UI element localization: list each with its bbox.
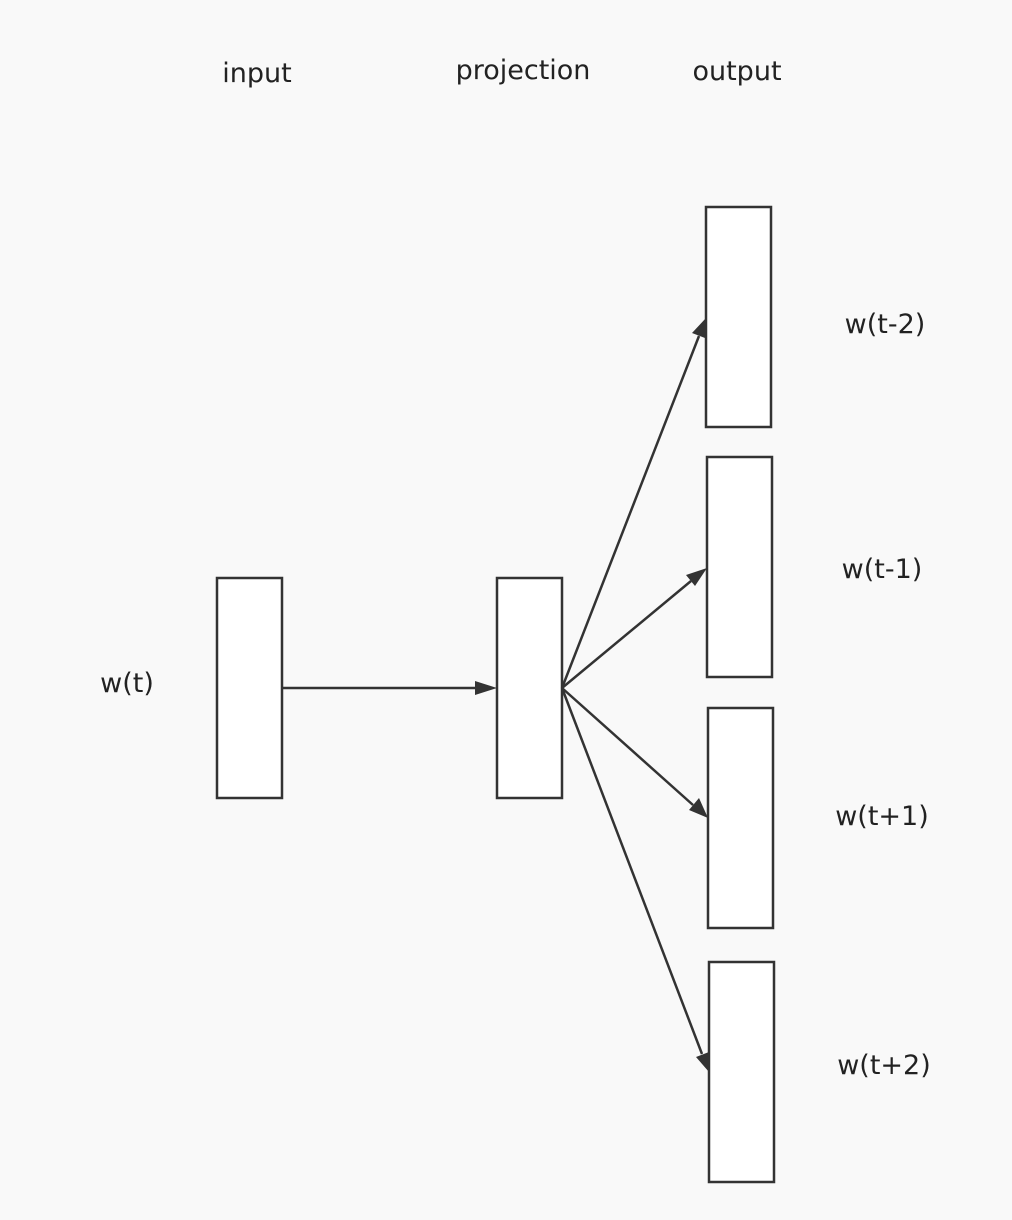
output-node-4 bbox=[707, 960, 776, 1184]
projection-column-header: projection bbox=[456, 55, 591, 86]
projection-to-output-2-arrow bbox=[561, 580, 692, 689]
output-label-2: w(t-1) bbox=[842, 554, 923, 585]
output-column-header: output bbox=[692, 56, 781, 87]
output-node-3 bbox=[706, 706, 775, 930]
output-label-4: w(t+2) bbox=[837, 1050, 931, 1081]
projection-to-output-4-arrowhead bbox=[696, 1052, 709, 1072]
projection-to-output-4-arrow bbox=[560, 687, 704, 1055]
input-to-projection-arrowhead bbox=[475, 681, 497, 695]
input-word-label: w(t) bbox=[100, 668, 154, 699]
projection-to-output-3-arrow bbox=[561, 687, 694, 806]
projection-to-output-3-arrowhead bbox=[689, 798, 708, 818]
output-label-3: w(t+1) bbox=[835, 801, 929, 832]
output-node-2 bbox=[705, 455, 774, 679]
projection-to-output-1-arrow bbox=[560, 335, 701, 689]
output-label-1: w(t-2) bbox=[845, 309, 926, 340]
output-node-1 bbox=[704, 205, 773, 429]
input-column-header: input bbox=[222, 58, 291, 89]
projection-node bbox=[495, 576, 564, 800]
input-node bbox=[215, 576, 284, 800]
projection-to-output-1-arrowhead bbox=[692, 318, 706, 338]
projection-to-output-2-arrowhead bbox=[686, 568, 707, 586]
